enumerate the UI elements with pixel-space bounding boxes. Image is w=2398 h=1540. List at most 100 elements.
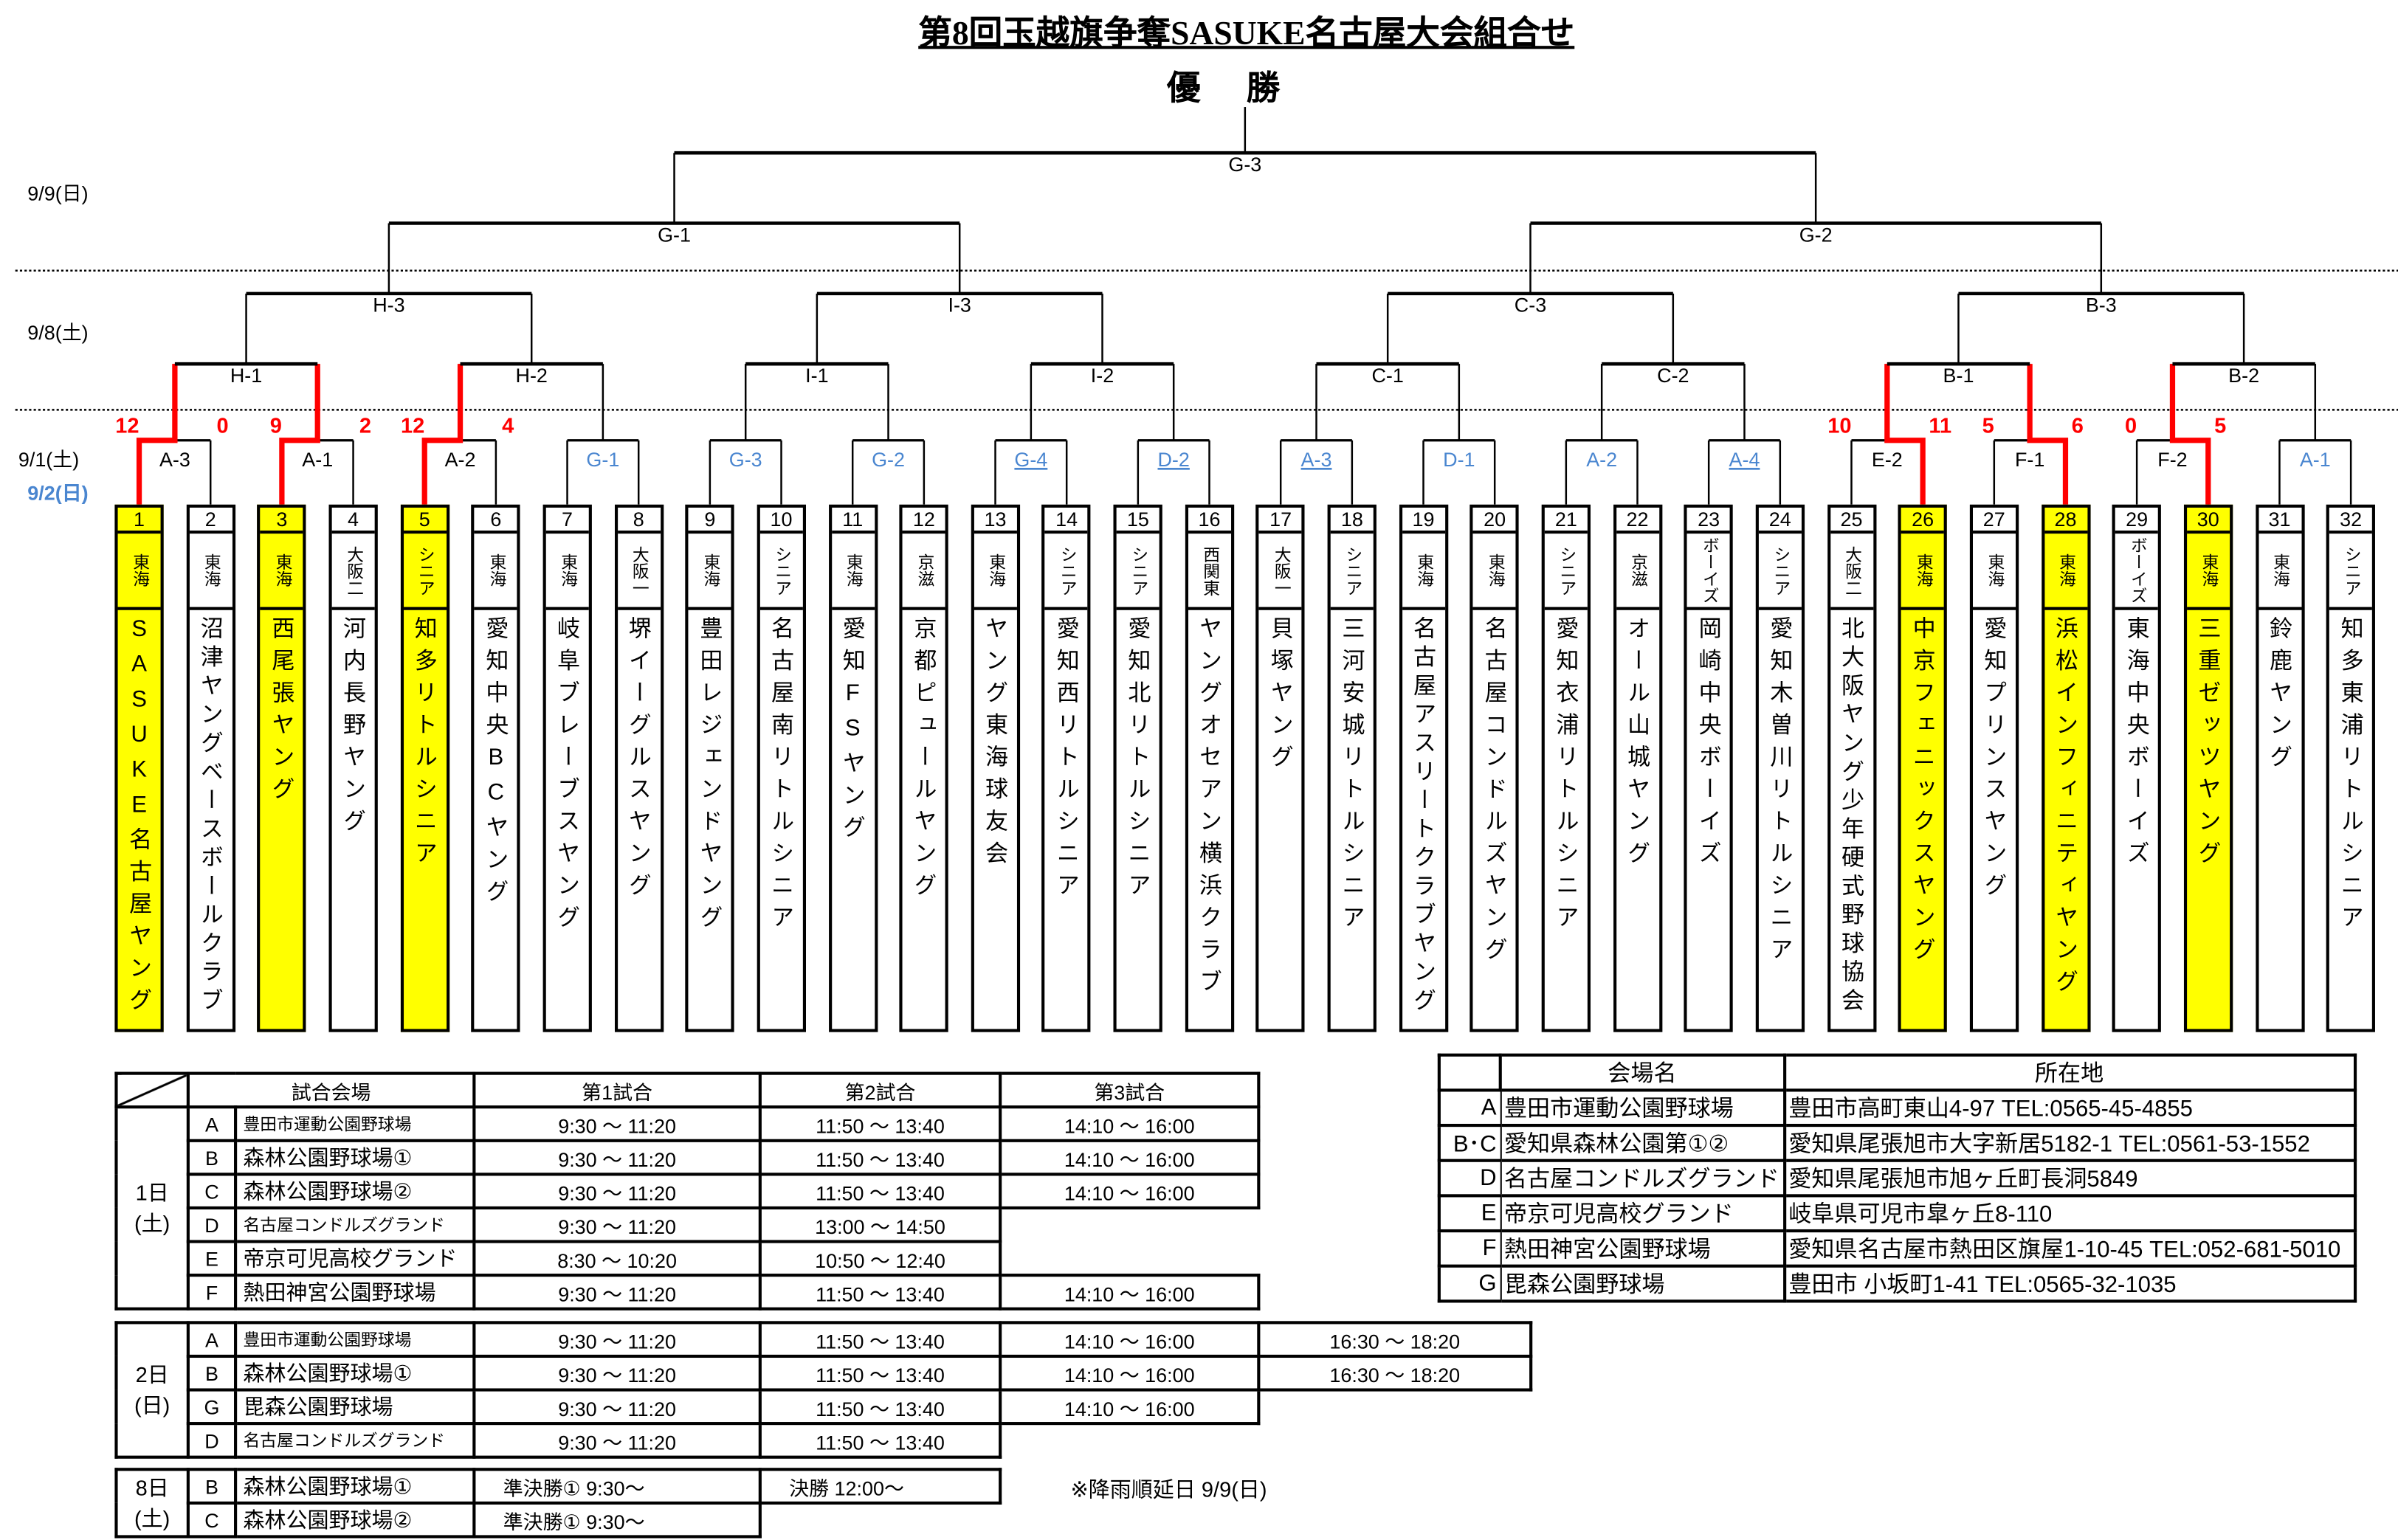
venue-code: B xyxy=(186,1139,238,1176)
game-time: 9:30 ～ 11:20 xyxy=(472,1274,762,1311)
match-label: H-2 xyxy=(516,365,548,387)
venue-address: 豊田市高町東山4-97 TEL:0565-45-4855 xyxy=(1782,1088,2357,1128)
match-label: G-2 xyxy=(1799,224,1833,246)
day-cell: 8日(土) xyxy=(114,1468,190,1539)
team-region: シニア xyxy=(1557,545,1577,596)
final-match-label: G-3 xyxy=(1228,153,1261,176)
match-label: D-2 xyxy=(1157,449,1189,471)
team-region: 京滋 xyxy=(915,553,934,587)
match-label: C-3 xyxy=(1515,294,1546,317)
team-card: 8 大阪一 堺イーグルスヤング xyxy=(614,504,664,1032)
team-name: 名古屋コンドルズヤング xyxy=(1481,616,1508,970)
team-region: 東海 xyxy=(1985,553,2005,587)
game-time: 14:10 ～ 16:00 xyxy=(999,1173,1261,1210)
game-time: 16:30 ～ 18:20 xyxy=(1257,1354,1533,1392)
team-name: 愛知西リトルシニア xyxy=(1053,616,1080,905)
team-name-cell: 知多東浦リトルシニア xyxy=(2329,610,2372,1032)
team-name: 中京フェニックスヤング xyxy=(1909,616,1936,970)
match-label: G-2 xyxy=(872,449,905,471)
team-number: 28 xyxy=(2044,508,2087,534)
team-name: 岡崎中央ボーイズ xyxy=(1695,616,1722,874)
team-region-cell: 東海 xyxy=(474,534,517,610)
team-region-cell: 東海 xyxy=(1972,534,2016,610)
team-number: 32 xyxy=(2329,508,2373,534)
match-label: F-2 xyxy=(2157,449,2187,471)
team-number: 5 xyxy=(403,508,447,534)
weekday-label: (土) xyxy=(134,1211,170,1236)
venue-code: G xyxy=(186,1388,238,1426)
team-name: 河内長野ヤング xyxy=(340,616,367,841)
match-label: C-1 xyxy=(1371,365,1403,387)
match-label: G-1 xyxy=(658,224,691,246)
venue-code: D xyxy=(1437,1159,1501,1198)
title-text: 第8回玉越旗争奪SASUKE名古屋大会組合せ xyxy=(918,13,1575,52)
team-name-cell: 愛知プリンスヤング xyxy=(1973,610,2016,1032)
winner-path xyxy=(136,364,178,505)
score: 12 xyxy=(401,414,424,438)
match-label: A-1 xyxy=(302,449,333,471)
game-time: 11:50 ～ 13:40 xyxy=(758,1354,1002,1392)
team-name: 豊田レジェンドヤング xyxy=(697,616,723,938)
team-number: 30 xyxy=(2186,508,2230,534)
weekday-label: (日) xyxy=(134,1392,170,1418)
venue-address: 豊田市 小坂町1-41 TEL:0565-32-1035 xyxy=(1782,1264,2357,1303)
team-name-cell: 中京フェニックスヤング xyxy=(1901,610,1944,1032)
team-card: 19 東海 名古屋アスリートクラブヤング xyxy=(1399,504,1448,1032)
team-card: 24 シニア 愛知木曽川リトルシニア xyxy=(1755,504,1805,1032)
game-time: 11:50 ～ 13:40 xyxy=(758,1173,1002,1210)
match-label: E-2 xyxy=(1872,449,1903,471)
venue-name: 帝京可児高校グランド xyxy=(234,1240,476,1277)
game-time: 9:30 ～ 11:20 xyxy=(472,1354,762,1392)
team-region-cell: シニア xyxy=(1116,534,1160,610)
team-name: 浜松インフィニティヤング xyxy=(2052,616,2079,1002)
score: 9 xyxy=(270,414,282,438)
match-label: G-3 xyxy=(729,449,762,471)
team-name-cell: 愛知西リトルシニア xyxy=(1045,610,1088,1032)
venue-name: 名古屋コンドルズグランド xyxy=(1500,1159,1786,1198)
game-time: 9:30 ～ 11:20 xyxy=(472,1388,762,1426)
team-region-cell: 東海 xyxy=(2258,534,2301,610)
team-name-cell: 三重ゼッツヤング xyxy=(2187,610,2230,1032)
team-region-cell: シニア xyxy=(1544,534,1588,610)
game-time: 14:10 ～ 16:00 xyxy=(999,1105,1261,1142)
team-name: 愛知プリンスヤング xyxy=(1981,616,2008,905)
match-label: I-3 xyxy=(948,294,971,317)
winner-path xyxy=(2027,364,2069,505)
team-name-cell: ヤング東海球友会 xyxy=(974,610,1017,1032)
team-region: 東海 xyxy=(987,553,1005,587)
match-label: I-1 xyxy=(805,365,828,387)
team-number: 15 xyxy=(1116,508,1160,534)
game-time: 11:50 ～ 13:40 xyxy=(758,1422,1002,1459)
team-number: 21 xyxy=(1544,508,1588,534)
team-number: 26 xyxy=(1901,508,1945,534)
team-region-cell: ボーイズ xyxy=(1687,534,1731,610)
team-name: 愛知中央BCヤング xyxy=(483,616,509,911)
team-number: 19 xyxy=(1402,508,1445,534)
header-game3: 第3試合 xyxy=(999,1071,1261,1109)
team-name-cell: 河内長野ヤング xyxy=(332,610,375,1032)
game-time: 9:30 ～ 11:20 xyxy=(472,1206,762,1243)
team-card: 27 東海 愛知プリンスヤング xyxy=(1969,504,2019,1032)
score: 5 xyxy=(2214,414,2226,438)
date-semifinal-day: 9/8(土) xyxy=(27,321,89,345)
match-label: I-2 xyxy=(1091,365,1114,387)
team-number: 7 xyxy=(545,508,589,534)
team-region: 東海 xyxy=(273,553,292,587)
team-card: 1 東海 SASUKE名古屋ヤング xyxy=(114,504,164,1032)
score: 6 xyxy=(2072,414,2084,438)
team-card: 23 ボーイズ 岡崎中央ボーイズ xyxy=(1684,504,1734,1032)
team-region: 東海 xyxy=(559,553,577,587)
header-venue-name: 会場名 xyxy=(1498,1053,1786,1092)
score: 12 xyxy=(115,414,139,438)
game-time: 16:30 ～ 18:20 xyxy=(1257,1321,1533,1358)
game-time: 8:30 ～ 10:20 xyxy=(472,1240,762,1277)
header-venue: 試合会場 xyxy=(186,1071,476,1109)
team-region-cell: 東海 xyxy=(974,534,1017,610)
